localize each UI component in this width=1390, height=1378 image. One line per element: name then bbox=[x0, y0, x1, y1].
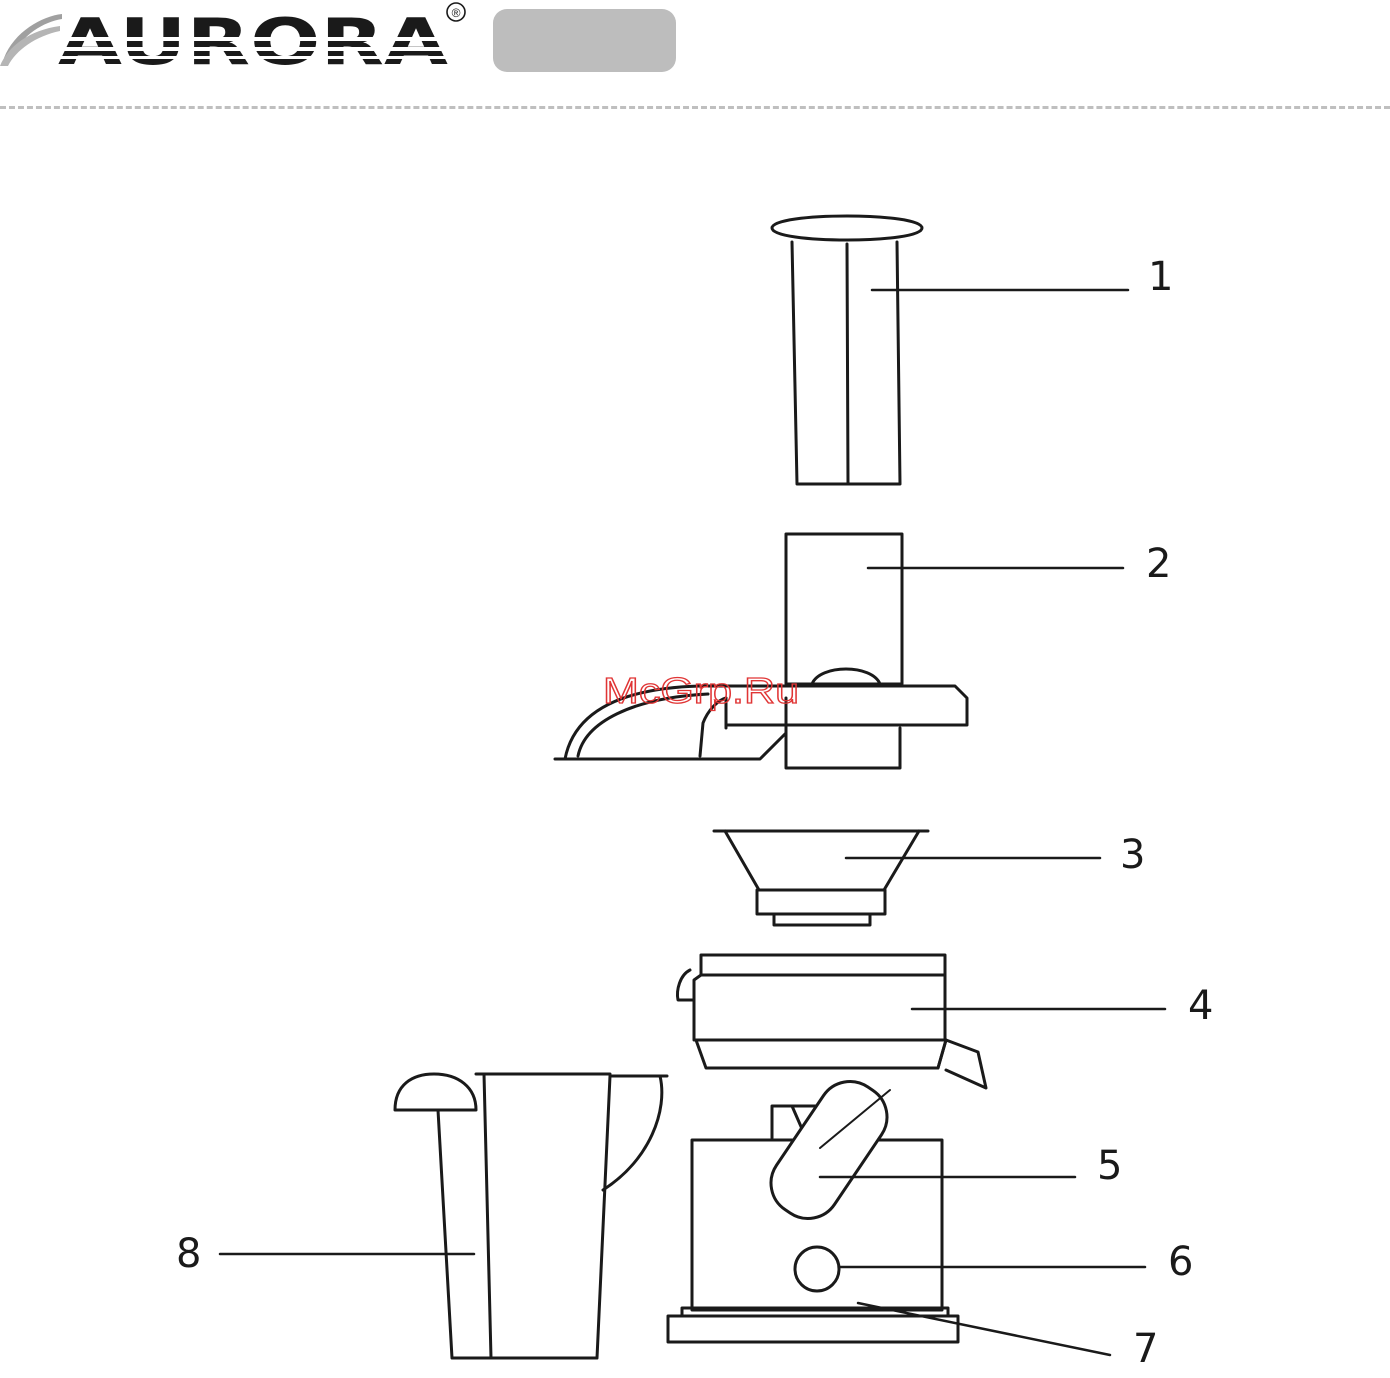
callout-6: 6 bbox=[1168, 1239, 1193, 1285]
callout-5: 5 bbox=[1097, 1143, 1122, 1189]
part-jug bbox=[395, 1074, 667, 1358]
callout-2: 2 bbox=[1146, 541, 1171, 587]
part-container bbox=[678, 955, 987, 1088]
callout-4: 4 bbox=[1188, 983, 1213, 1029]
part-filter bbox=[714, 831, 928, 925]
watermark: McGrp.Ru bbox=[603, 670, 799, 711]
part-switch bbox=[795, 1247, 839, 1291]
callout-8: 8 bbox=[176, 1231, 201, 1277]
callout-1: 1 bbox=[1148, 254, 1173, 300]
callout-7: 7 bbox=[1133, 1326, 1158, 1372]
callout-3: 3 bbox=[1120, 832, 1145, 878]
part-pusher bbox=[772, 216, 922, 484]
part-clamp bbox=[759, 1069, 900, 1231]
